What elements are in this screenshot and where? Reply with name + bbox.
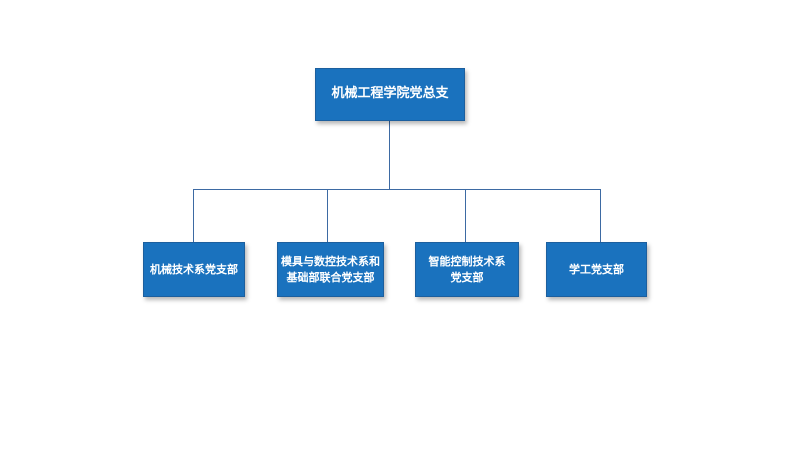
child-node-2: 模具与数控技术系和 基础部联合党支部 xyxy=(277,242,384,297)
connector-root-stem xyxy=(389,121,390,190)
root-node: 机械工程学院党总支 xyxy=(315,68,465,121)
connector-drop-1 xyxy=(193,189,194,242)
root-node-label: 机械工程学院党总支 xyxy=(331,86,449,102)
child-node-3: 智能控制技术系 党支部 xyxy=(415,242,519,297)
child-node-label: 模具与数控技术系和 基础部联合党支部 xyxy=(281,254,380,284)
connector-horizontal-bus xyxy=(193,189,601,190)
connector-drop-2 xyxy=(327,189,328,242)
child-node-label: 智能控制技术系 党支部 xyxy=(428,254,506,284)
connector-drop-3 xyxy=(465,189,466,242)
child-node-label: 机械技术系党支部 xyxy=(150,262,238,276)
child-node-1: 机械技术系党支部 xyxy=(143,242,245,297)
child-node-4: 学工党支部 xyxy=(546,242,647,297)
child-node-label: 学工党支部 xyxy=(569,262,624,276)
connector-drop-4 xyxy=(600,189,601,242)
